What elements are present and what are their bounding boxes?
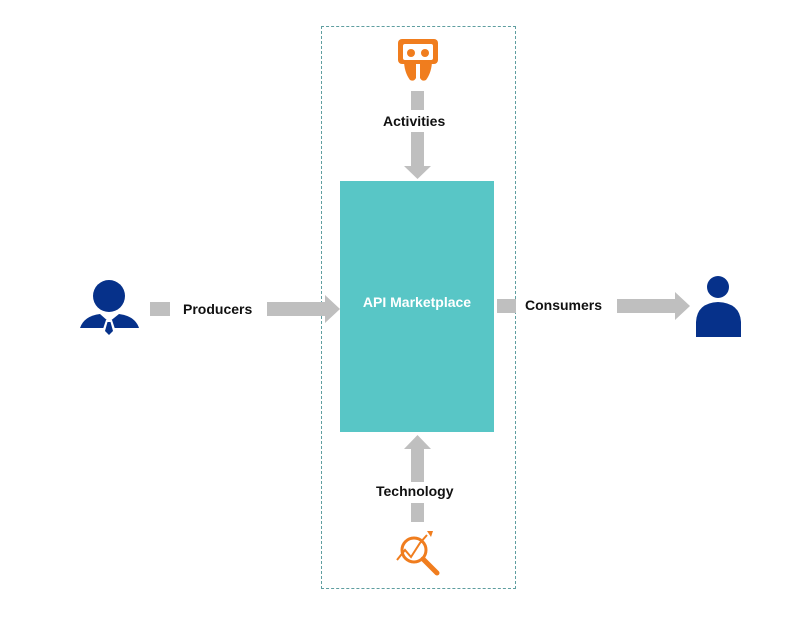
- analytics-magnifier-icon: [396, 531, 440, 576]
- consumers-arrow: [497, 292, 690, 320]
- activities-arrow: [404, 91, 431, 179]
- consumers-label: Consumers: [525, 297, 603, 313]
- user-icon: [696, 276, 741, 337]
- api-marketplace-box: [340, 181, 494, 432]
- technology-arrow: [404, 435, 431, 522]
- businessman-icon: [80, 280, 139, 339]
- technology-label: Technology: [376, 483, 454, 499]
- producers-label: Producers: [183, 301, 253, 317]
- slideshare-icon: [398, 39, 438, 81]
- api-marketplace-label: API Marketplace: [362, 294, 472, 310]
- activities-label: Activities: [383, 113, 446, 129]
- producers-arrow: [150, 295, 340, 323]
